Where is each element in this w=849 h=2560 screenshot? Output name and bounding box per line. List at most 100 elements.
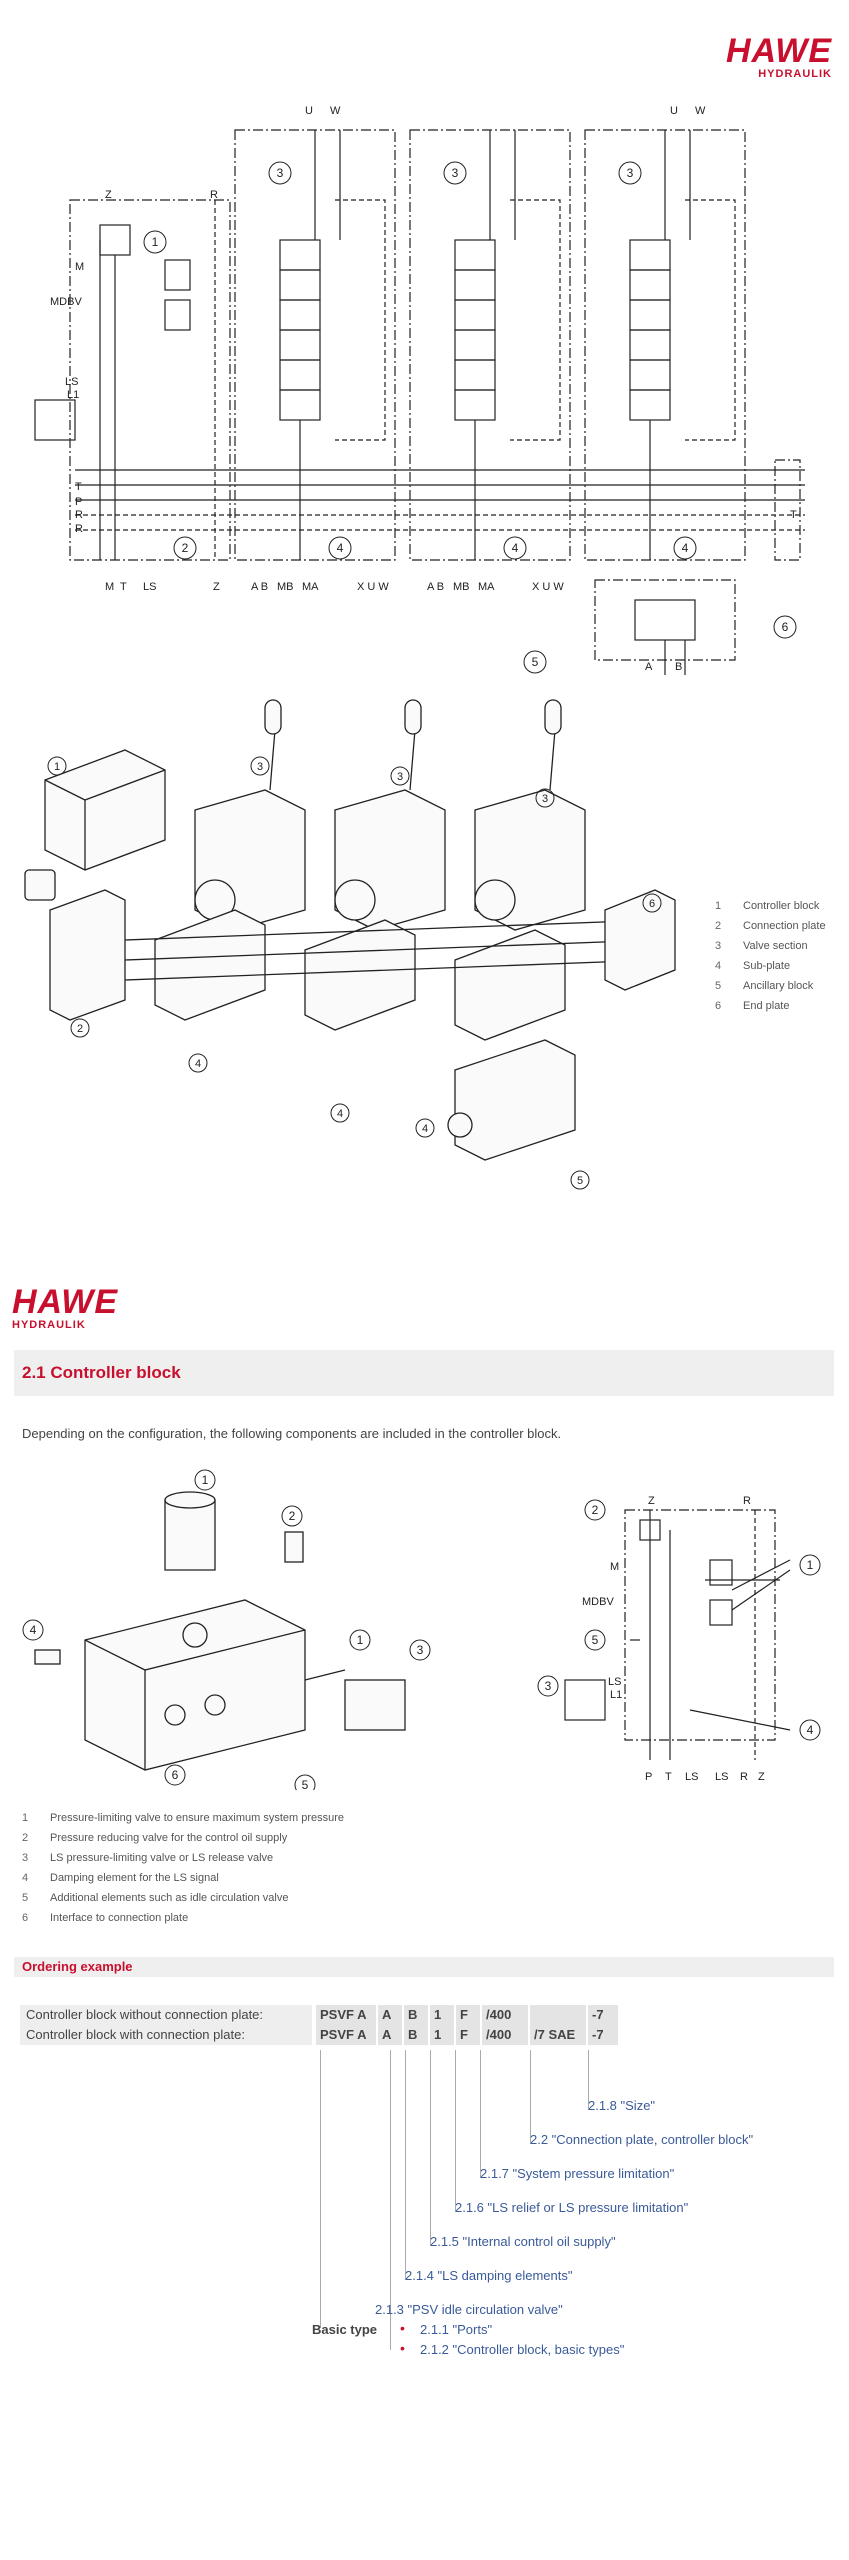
svg-text:X U W: X U W xyxy=(357,581,389,593)
svg-text:3: 3 xyxy=(417,1643,424,1657)
hawe-logo: HAWE HYDRAULIK xyxy=(702,34,832,80)
ref-ls-damping[interactable]: 2.1.4 "LS damping elements" xyxy=(405,2268,573,2283)
svg-text:3: 3 xyxy=(545,1679,552,1693)
svg-text:1: 1 xyxy=(807,1558,814,1572)
ordering-table: Controller block without connection plat… xyxy=(20,2005,620,2053)
svg-text:U: U xyxy=(305,105,313,117)
svg-text:6: 6 xyxy=(782,620,789,634)
svg-text:3: 3 xyxy=(257,761,263,773)
ref-idle-circulation[interactable]: 2.1.3 "PSV idle circulation valve" xyxy=(375,2302,563,2317)
svg-text:LS: LS xyxy=(143,581,156,593)
svg-text:R: R xyxy=(740,1771,748,1783)
svg-text:LS: LS xyxy=(608,1676,621,1688)
section-title: 2.1 Controller block xyxy=(22,1363,181,1382)
logo-sub: HYDRAULIK xyxy=(758,68,832,80)
svg-text:2: 2 xyxy=(592,1503,599,1517)
svg-text:X U W: X U W xyxy=(532,581,564,593)
svg-text:L1: L1 xyxy=(67,389,79,401)
svg-text:4: 4 xyxy=(512,541,519,555)
svg-text:W: W xyxy=(330,105,341,117)
svg-text:MDBV: MDBV xyxy=(50,296,82,308)
ref-connection-plate[interactable]: 2.2 "Connection plate, controller block" xyxy=(530,2132,754,2147)
connector-line xyxy=(480,2050,481,2178)
svg-text:M: M xyxy=(610,1561,619,1573)
ref-basic-types[interactable]: 2.1.2 "Controller block, basic types" xyxy=(420,2342,625,2357)
svg-text:4: 4 xyxy=(422,1123,428,1135)
connector-line xyxy=(588,2050,589,2110)
svg-text:MA: MA xyxy=(302,581,319,593)
section-heading: 2.1 Controller block xyxy=(14,1350,834,1396)
ref-control-oil[interactable]: 2.1.5 "Internal control oil supply" xyxy=(430,2234,616,2249)
svg-text:4: 4 xyxy=(195,1058,201,1070)
svg-text:2: 2 xyxy=(77,1023,83,1035)
bullet-icon: • xyxy=(400,2340,405,2356)
svg-text:R: R xyxy=(210,189,218,201)
bullet-icon: • xyxy=(400,2320,405,2336)
svg-text:3: 3 xyxy=(627,166,634,180)
svg-text:T: T xyxy=(75,481,82,493)
svg-text:1: 1 xyxy=(54,761,60,773)
svg-text:A: A xyxy=(645,661,653,673)
svg-text:Z: Z xyxy=(105,189,112,201)
exploded-assembly: 1 3 3 3 2 4 4 4 6 5 xyxy=(24,699,676,1190)
svg-text:4: 4 xyxy=(30,1623,37,1637)
svg-text:B: B xyxy=(675,661,682,673)
connector-line xyxy=(530,2050,531,2144)
ref-ls-relief[interactable]: 2.1.6 "LS relief or LS pressure limitati… xyxy=(455,2200,689,2215)
svg-text:5: 5 xyxy=(532,655,539,669)
svg-text:3: 3 xyxy=(452,166,459,180)
table-row: Controller block with connection plate: … xyxy=(20,2025,620,2045)
svg-text:5: 5 xyxy=(592,1633,599,1647)
section-intro: Depending on the configuration, the foll… xyxy=(22,1426,562,1441)
svg-text:R: R xyxy=(75,523,83,535)
svg-text:Z: Z xyxy=(758,1771,765,1783)
svg-text:3: 3 xyxy=(277,166,284,180)
connector-line xyxy=(390,2050,391,2350)
connector-line xyxy=(405,2050,406,2280)
ref-ports[interactable]: 2.1.1 "Ports" xyxy=(420,2322,493,2337)
svg-text:T: T xyxy=(665,1771,672,1783)
svg-text:5: 5 xyxy=(577,1175,583,1187)
logo-sub: HYDRAULIK xyxy=(12,1319,86,1331)
svg-text:6: 6 xyxy=(172,1768,179,1782)
svg-text:1: 1 xyxy=(152,235,159,249)
svg-text:M: M xyxy=(105,581,114,593)
svg-text:LS: LS xyxy=(685,1771,698,1783)
svg-text:P: P xyxy=(75,496,82,508)
svg-text:3: 3 xyxy=(397,771,403,783)
svg-text:W: W xyxy=(695,105,706,117)
svg-text:M: M xyxy=(75,261,84,273)
svg-text:MB: MB xyxy=(453,581,470,593)
ref-system-pressure[interactable]: 2.1.7 "System pressure limitation" xyxy=(480,2166,675,2181)
svg-text:MA: MA xyxy=(478,581,495,593)
svg-text:P: P xyxy=(645,1771,652,1783)
hawe-logo-secondary: HAWE HYDRAULIK xyxy=(12,1285,142,1331)
svg-text:4: 4 xyxy=(337,541,344,555)
svg-text:3: 3 xyxy=(542,793,548,805)
ref-size[interactable]: 2.1.8 "Size" xyxy=(588,2098,656,2113)
svg-text:MDBV: MDBV xyxy=(582,1596,614,1608)
svg-text:T: T xyxy=(790,509,797,521)
svg-text:6: 6 xyxy=(649,898,655,910)
svg-text:2: 2 xyxy=(289,1509,296,1523)
svg-text:5: 5 xyxy=(302,1778,309,1790)
svg-text:1: 1 xyxy=(202,1473,209,1487)
svg-text:LS: LS xyxy=(65,376,78,388)
svg-text:4: 4 xyxy=(337,1108,343,1120)
connector-line xyxy=(430,2050,431,2246)
ordering-heading: Ordering example xyxy=(14,1957,834,1977)
svg-text:2: 2 xyxy=(182,541,189,555)
svg-text:U: U xyxy=(670,105,678,117)
basic-type-label: Basic type xyxy=(312,2322,378,2337)
svg-text:L1: L1 xyxy=(610,1689,622,1701)
table-row: Controller block without connection plat… xyxy=(20,2005,620,2025)
svg-text:A B: A B xyxy=(427,581,444,593)
svg-text:A B: A B xyxy=(251,581,268,593)
logo-mark: HAWE xyxy=(726,32,832,70)
svg-text:4: 4 xyxy=(682,541,689,555)
